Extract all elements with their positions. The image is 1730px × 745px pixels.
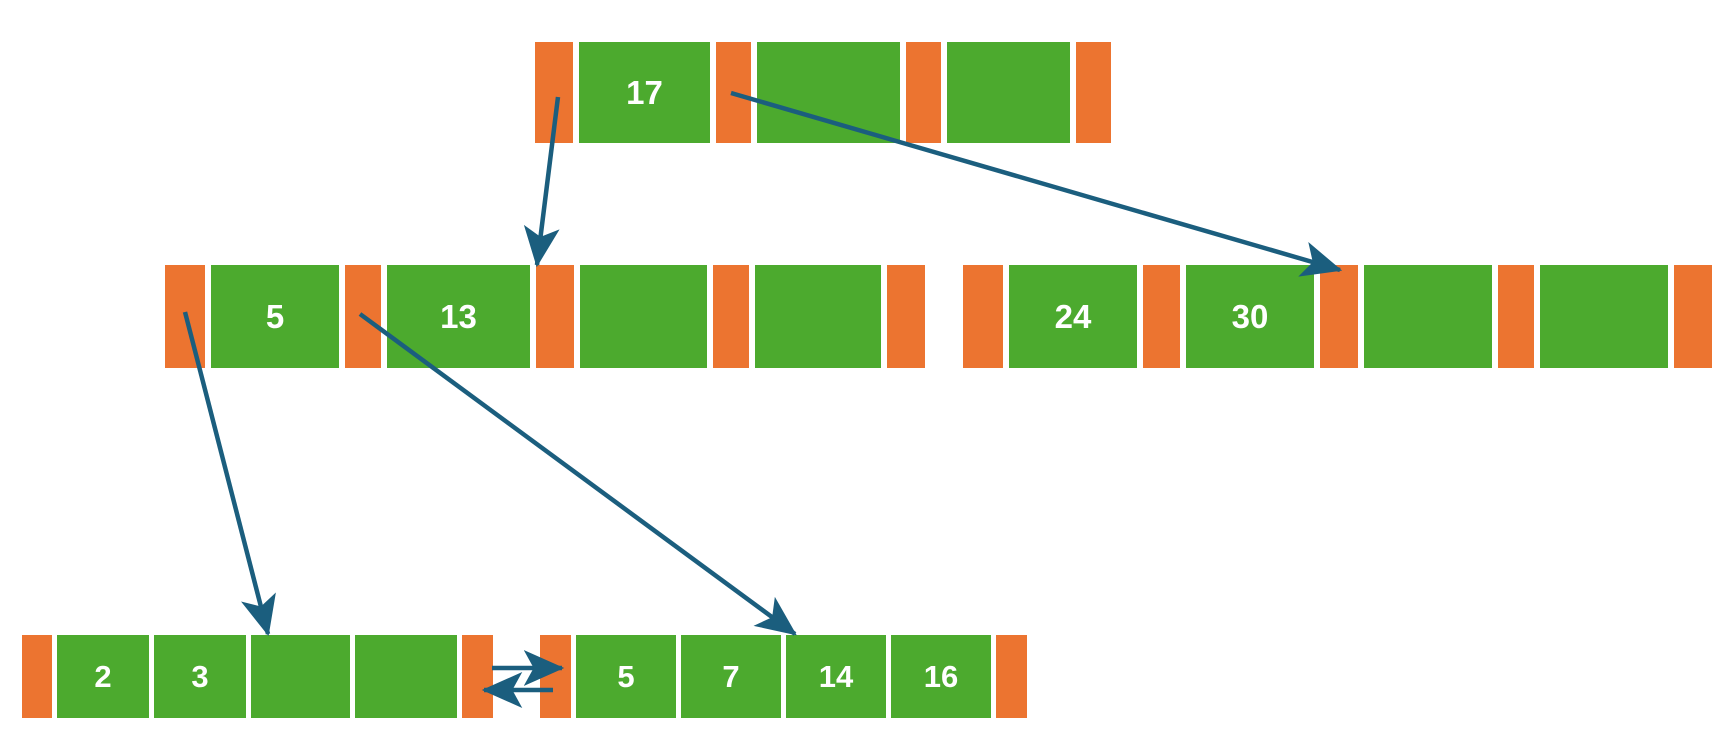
internal-left-key-0[interactable]: 5	[211, 265, 339, 368]
leaf-node-right[interactable]: 5 7 14 16	[540, 635, 1027, 718]
leaf-right-pointer-next[interactable]	[996, 635, 1027, 718]
leaf-left-pointer-prev[interactable]	[22, 635, 52, 718]
leaf-right-key-1[interactable]: 7	[681, 635, 781, 718]
internal-right-pointer-3[interactable]	[1498, 265, 1534, 368]
internal-right-key-3[interactable]	[1540, 265, 1668, 368]
internal-left-pointer-0[interactable]	[165, 265, 205, 368]
internal-right-pointer-2[interactable]	[1320, 265, 1358, 368]
internal-left-pointer-1[interactable]	[345, 265, 381, 368]
internal-left-pointer-2[interactable]	[536, 265, 574, 368]
leaf-right-key-2[interactable]: 14	[786, 635, 886, 718]
root-key-0[interactable]: 17	[579, 42, 710, 143]
root-pointer-1[interactable]	[716, 42, 751, 143]
root-node[interactable]: 17	[535, 42, 1111, 143]
leaf-left-key-0[interactable]: 2	[57, 635, 149, 718]
internal-right-pointer-4[interactable]	[1674, 265, 1712, 368]
leaf-left-key-2[interactable]	[251, 635, 350, 718]
internal-left-key-3[interactable]	[755, 265, 881, 368]
root-key-1[interactable]	[757, 42, 900, 143]
root-key-2[interactable]	[947, 42, 1070, 143]
leaf-left-pointer-next[interactable]	[462, 635, 493, 718]
internal-node-right[interactable]: 24 30	[963, 265, 1712, 368]
internal-right-pointer-1[interactable]	[1143, 265, 1180, 368]
internal-right-key-2[interactable]	[1364, 265, 1492, 368]
internal-left-pointer-4[interactable]	[887, 265, 925, 368]
leaf-left-key-3[interactable]	[355, 635, 457, 718]
leaf-node-left[interactable]: 2 3	[22, 635, 493, 718]
root-pointer-0[interactable]	[535, 42, 573, 143]
root-pointer-2[interactable]	[906, 42, 941, 143]
leaf-right-pointer-prev[interactable]	[540, 635, 571, 718]
internal-right-key-0[interactable]: 24	[1009, 265, 1137, 368]
leaf-right-key-3[interactable]: 16	[891, 635, 991, 718]
internal-left-key-1[interactable]: 13	[387, 265, 530, 368]
internal-right-pointer-0[interactable]	[963, 265, 1003, 368]
leaf-right-key-0[interactable]: 5	[576, 635, 676, 718]
internal-node-left[interactable]: 5 13	[165, 265, 925, 368]
root-pointer-3[interactable]	[1076, 42, 1111, 143]
internal-left-key-2[interactable]	[580, 265, 707, 368]
leaf-left-key-1[interactable]: 3	[154, 635, 246, 718]
internal-left-pointer-3[interactable]	[713, 265, 749, 368]
internal-right-key-1[interactable]: 30	[1186, 265, 1314, 368]
